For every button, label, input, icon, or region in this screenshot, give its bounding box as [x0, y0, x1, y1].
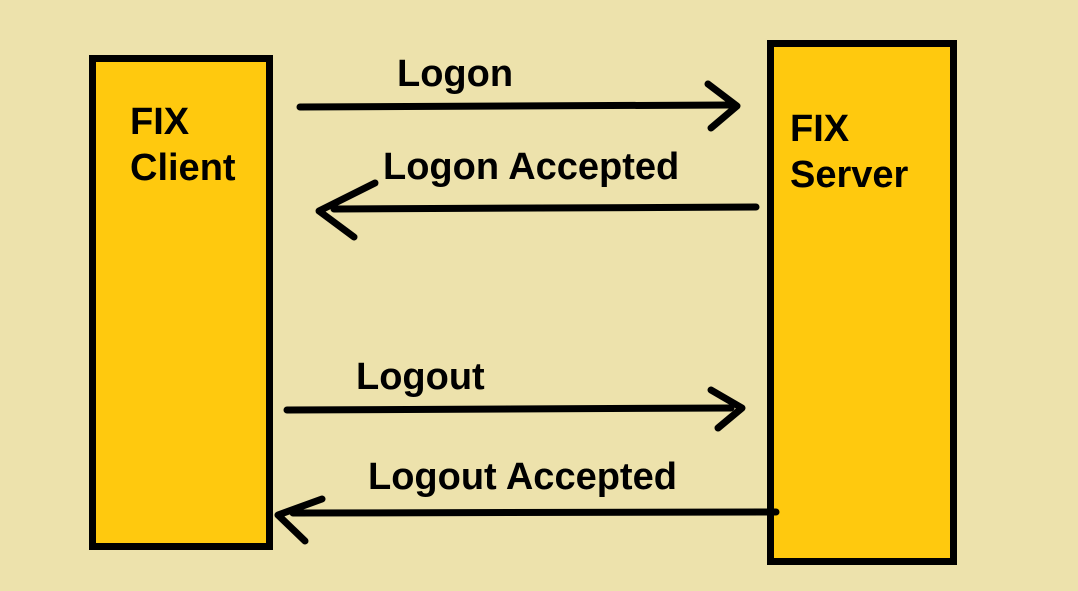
message-label-logon: Logon: [397, 53, 514, 95]
logout-accepted-arrow: [274, 495, 780, 545]
logon-arrow: [296, 80, 741, 132]
logon-accepted-arrow: [315, 179, 760, 241]
arrowhead-left-icon: [274, 495, 326, 545]
message-label-logout-accepted: Logout Accepted: [368, 456, 677, 498]
message-label-logout: Logout: [356, 356, 485, 398]
arrowhead-right-icon: [707, 386, 746, 432]
actor-label-fix-client: FIX Client: [130, 101, 236, 189]
actor-box-fix-server: FIX Server: [767, 40, 957, 565]
actor-box-fix-client: FIX Client: [89, 55, 273, 550]
arrowhead-left-icon: [315, 179, 379, 241]
message-label-logon-accepted: Logon Accepted: [383, 146, 680, 188]
arrowhead-right-icon: [704, 80, 741, 132]
actor-label-fix-server: FIX Server: [790, 108, 909, 196]
logout-arrow: [283, 386, 746, 432]
